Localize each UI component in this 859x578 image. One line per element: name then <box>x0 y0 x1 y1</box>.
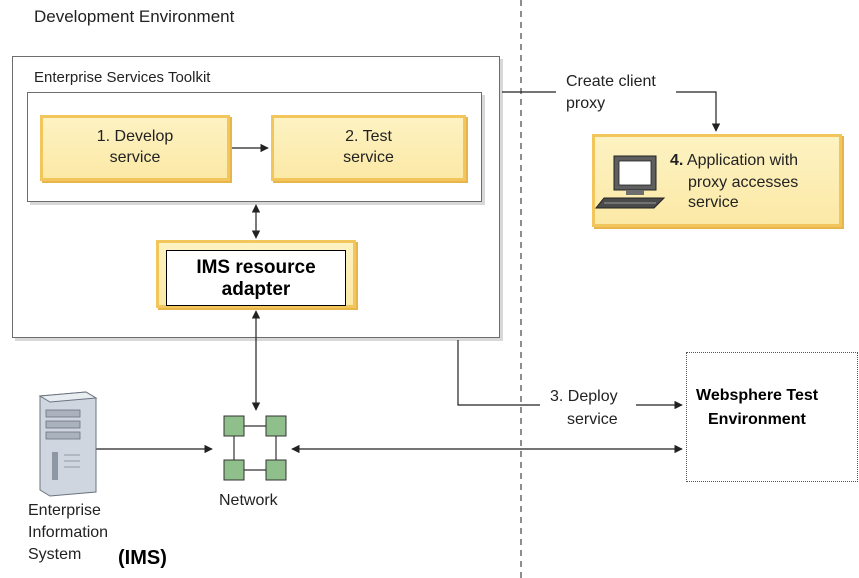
server-tower-icon <box>38 391 98 497</box>
proxy-to-application-arrow <box>676 91 721 132</box>
websphere-test-environment <box>686 352 858 482</box>
eis-line3: System <box>28 546 82 563</box>
websphere-line2: Environment <box>708 411 806 428</box>
deploy-connector <box>457 340 540 406</box>
deploy-step-line2: service <box>567 411 618 428</box>
test-step-line2: service <box>343 149 394 166</box>
application-step-number: 4. <box>670 152 684 169</box>
development-environment-title: Development Environment <box>34 7 235 26</box>
desktop-computer-icon <box>594 155 666 209</box>
test-service-step: 2. Test service <box>271 115 466 181</box>
ims-adapter-line1: IMS resource <box>196 257 316 278</box>
eis-line2: Information <box>28 524 109 541</box>
ims-adapter-line2: adapter <box>221 279 291 300</box>
application-step-line2: proxy accesses <box>688 174 799 191</box>
ims-resource-adapter: IMS resource adapter <box>166 250 346 306</box>
create-proxy-line1: Create client <box>566 73 656 90</box>
develop-service-step: 1. Develop service <box>40 115 230 181</box>
application-step-line1: 4. Application with <box>670 151 798 171</box>
develop-step-line2: service <box>109 149 161 166</box>
deploy-step-line1: 3. Deploy <box>550 388 618 405</box>
application-step-text: Application with <box>686 152 799 169</box>
websphere-line1: Websphere Test <box>696 387 819 404</box>
network-label: Network <box>219 492 278 509</box>
ims-label: (IMS) <box>118 547 167 569</box>
test-step-line1: 2. Test <box>345 128 392 145</box>
application-step-line3: service <box>688 194 739 211</box>
create-proxy-line2: proxy <box>566 95 606 112</box>
eis-line1: Enterprise <box>28 502 101 519</box>
develop-step-line1: 1. Develop <box>96 128 174 145</box>
toolkit-title: Enterprise Services Toolkit <box>34 69 211 86</box>
network-hub-icon <box>223 415 287 481</box>
